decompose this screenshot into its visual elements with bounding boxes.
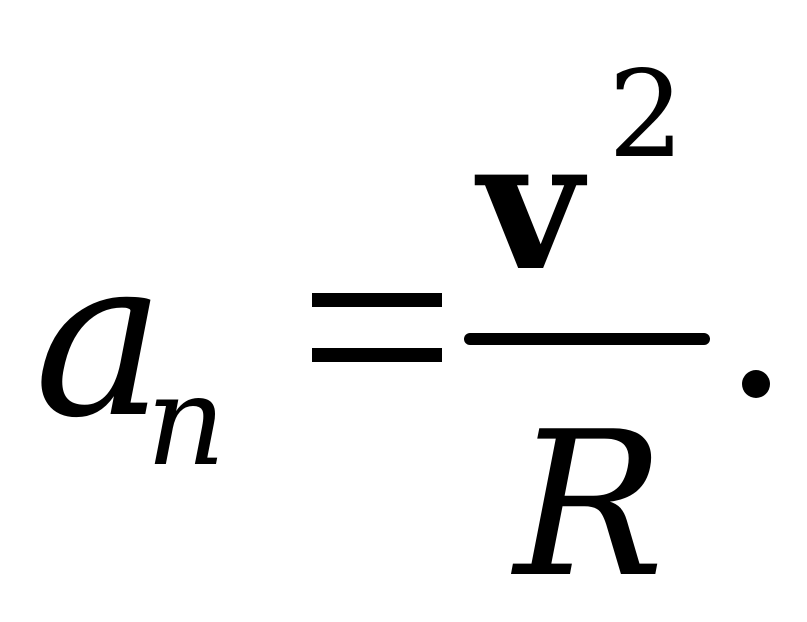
period xyxy=(742,370,770,398)
acceleration-symbol: a xyxy=(34,210,166,466)
fraction-bar xyxy=(464,333,710,345)
equals-bar-top xyxy=(312,293,442,307)
exponent: 2 xyxy=(608,46,685,185)
normal-subscript: n xyxy=(146,350,226,494)
equals-bar-bottom xyxy=(312,348,442,362)
velocity-symbol: v xyxy=(478,100,583,311)
equals-sign xyxy=(312,293,442,363)
radius-symbol: R xyxy=(514,389,665,622)
